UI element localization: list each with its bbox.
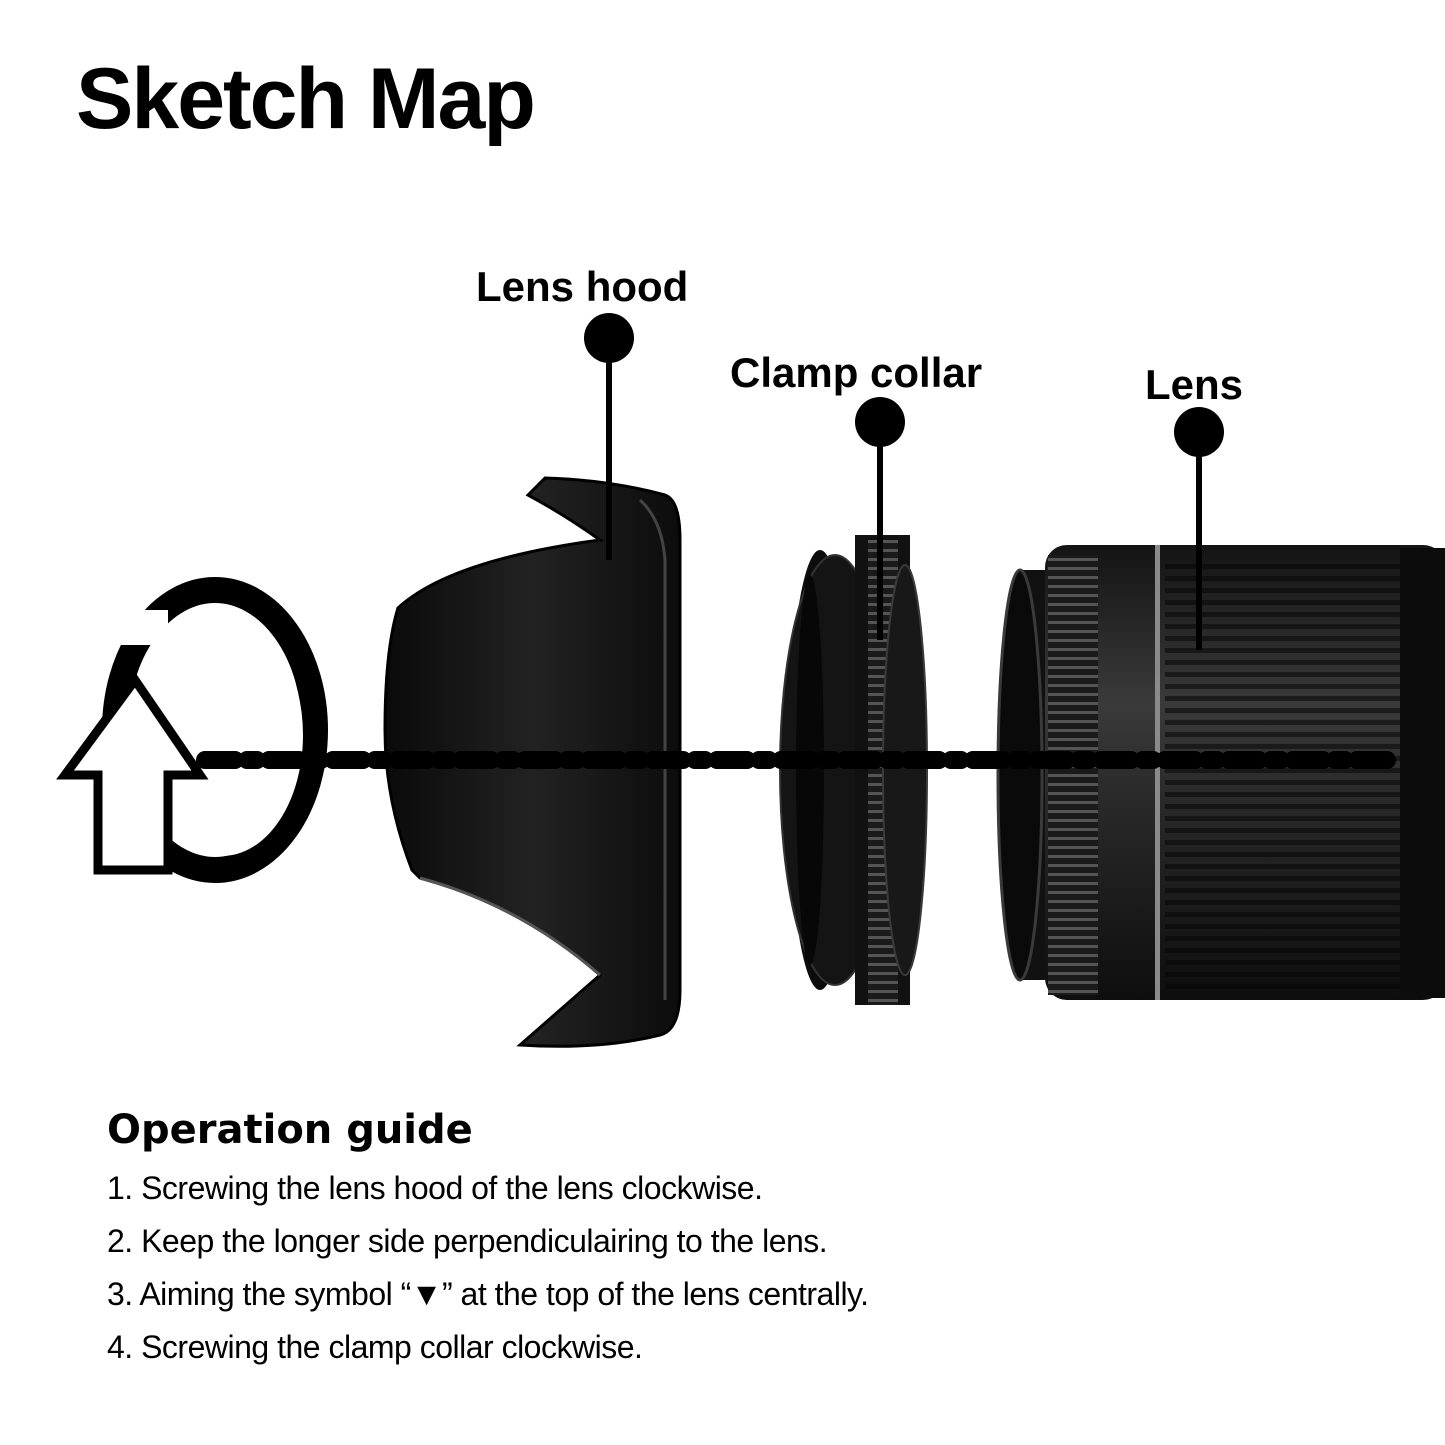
operation-step: 1. Screwing the lens hood of the lens cl… — [107, 1170, 763, 1206]
operation-step: 4. Screwing the clamp collar clockwise. — [107, 1329, 643, 1365]
operation-step: 3. Aiming the symbol “▼” at the top of t… — [107, 1276, 869, 1312]
lens — [996, 545, 1445, 1000]
page-title: Sketch Map — [76, 51, 536, 147]
callout-pin-lens-hood — [584, 313, 634, 560]
lens-hood-label: Lens hood — [476, 263, 689, 310]
rotate-clockwise-arrow-icon — [56, 577, 328, 883]
callout-pin-lens — [1174, 407, 1224, 650]
callout-pin-clamp-collar — [855, 397, 905, 640]
clamp-collar — [779, 535, 928, 1005]
operation-step: 2. Keep the longer side perpendiculairin… — [107, 1223, 828, 1259]
operation-guide-heading: Operation guide — [107, 1107, 473, 1153]
clamp-collar-label: Clamp collar — [730, 349, 983, 396]
operation-steps-list: 1. Screwing the lens hood of the lens cl… — [107, 1172, 869, 1384]
lens-label: Lens — [1145, 361, 1244, 408]
